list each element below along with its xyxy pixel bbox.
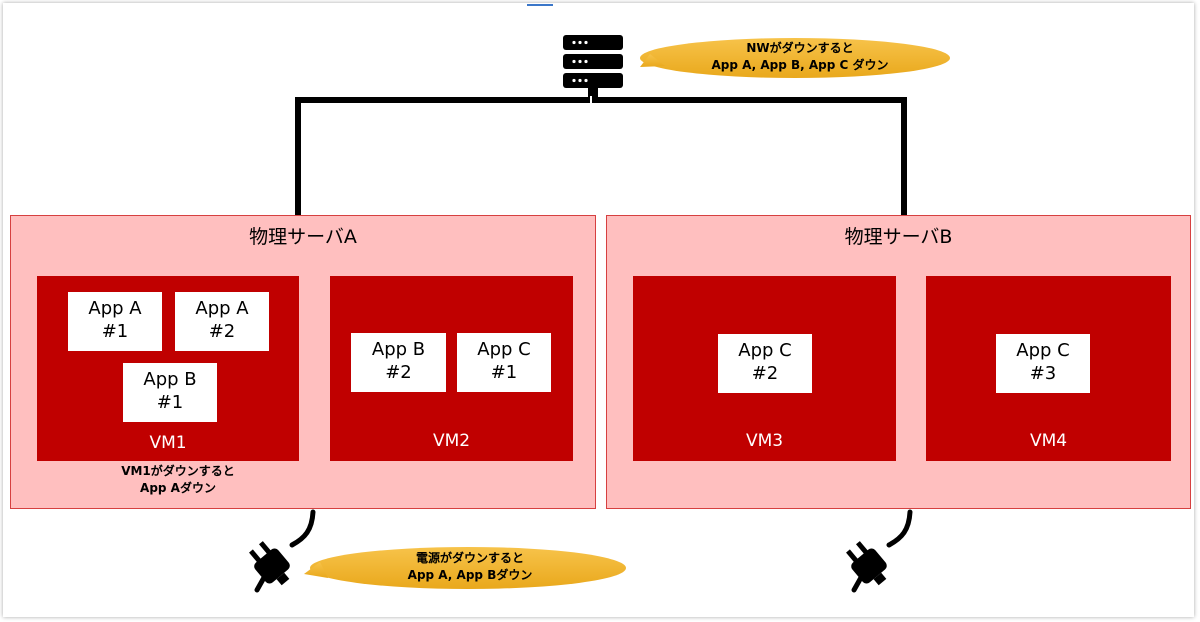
app-name: App C (1016, 340, 1070, 361)
network-wire-horizontal (295, 97, 907, 103)
app-instance: #3 (1029, 363, 1057, 384)
network-wire-right-drop (901, 97, 907, 215)
physical-server-b-title: 物理サーバB (844, 226, 953, 248)
app-instance: #2 (385, 362, 412, 383)
callout-network-text: NWがダウンすると App A, App B, App C ダウン (711, 41, 889, 72)
app-box: App C #3 (996, 334, 1090, 393)
callout-vm1-text: VM1がダウンすると App Aダウン (121, 464, 235, 495)
app-box: App C #2 (718, 334, 812, 393)
callout-power-text: 電源がダウンすると App A, App Bダウン (407, 551, 533, 582)
app-instance: #1 (490, 362, 518, 383)
app-box: App C #1 (457, 333, 551, 392)
vm4-label: VM4 (1029, 431, 1068, 451)
vm3-label: VM3 (745, 431, 784, 451)
physical-server-a-title: 物理サーバA (249, 226, 357, 248)
app-name: App A (88, 298, 142, 319)
app-box: App B #1 (123, 363, 217, 422)
app-instance: #1 (101, 321, 129, 342)
app-name: App B (143, 369, 197, 390)
app-box: App A #1 (68, 292, 162, 351)
callout-network-bubble (640, 38, 950, 78)
vm1-label: VM1 (149, 433, 187, 453)
app-instance: #2 (751, 363, 779, 384)
app-instance: #2 (208, 321, 236, 342)
app-name: App B (371, 339, 426, 360)
app-name: App C (738, 340, 792, 361)
app-name: App C (477, 339, 531, 360)
callout-power-bubble (304, 547, 626, 589)
top-accent-mark (527, 4, 553, 6)
app-box: App B #2 (351, 333, 446, 392)
network-wire-left-drop (295, 97, 301, 215)
app-box: App A #2 (175, 292, 269, 351)
app-instance: #1 (156, 392, 184, 413)
vm2-label: VM2 (432, 431, 471, 451)
app-name: App A (195, 298, 249, 319)
